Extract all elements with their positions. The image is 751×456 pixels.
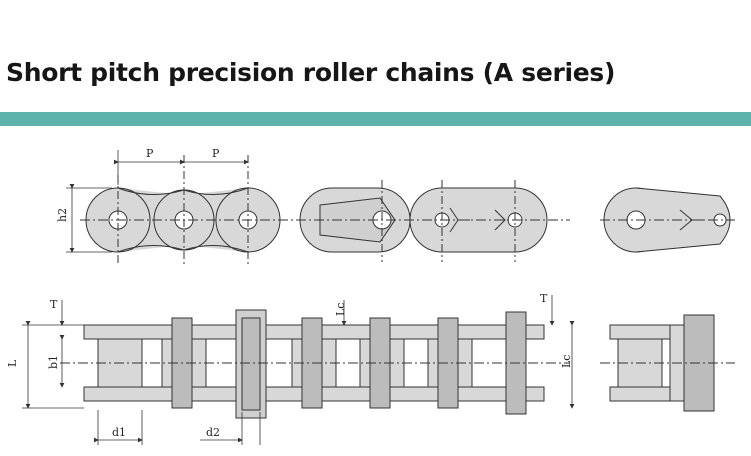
L-label: L [6,359,19,367]
T-label-left: T [50,298,58,311]
pitch-label-left: P [146,147,154,160]
top-end-view [600,187,735,253]
Lc-label-right: Lc [560,355,573,368]
pitch-label-right: P [212,147,220,160]
Lc-label-mid: Lc [334,303,347,316]
d2-label: d2 [206,426,220,439]
h2-label: h2 [56,208,69,222]
top-view [80,155,570,265]
T-label-right: T [540,292,548,305]
page-title: Short pitch precision roller chains (A s… [6,58,616,87]
bottom-end-view [600,314,735,412]
bottom-view [60,309,570,419]
d1-label: d1 [112,426,126,439]
b1-label: b1 [47,355,60,369]
accent-bar [0,112,751,126]
